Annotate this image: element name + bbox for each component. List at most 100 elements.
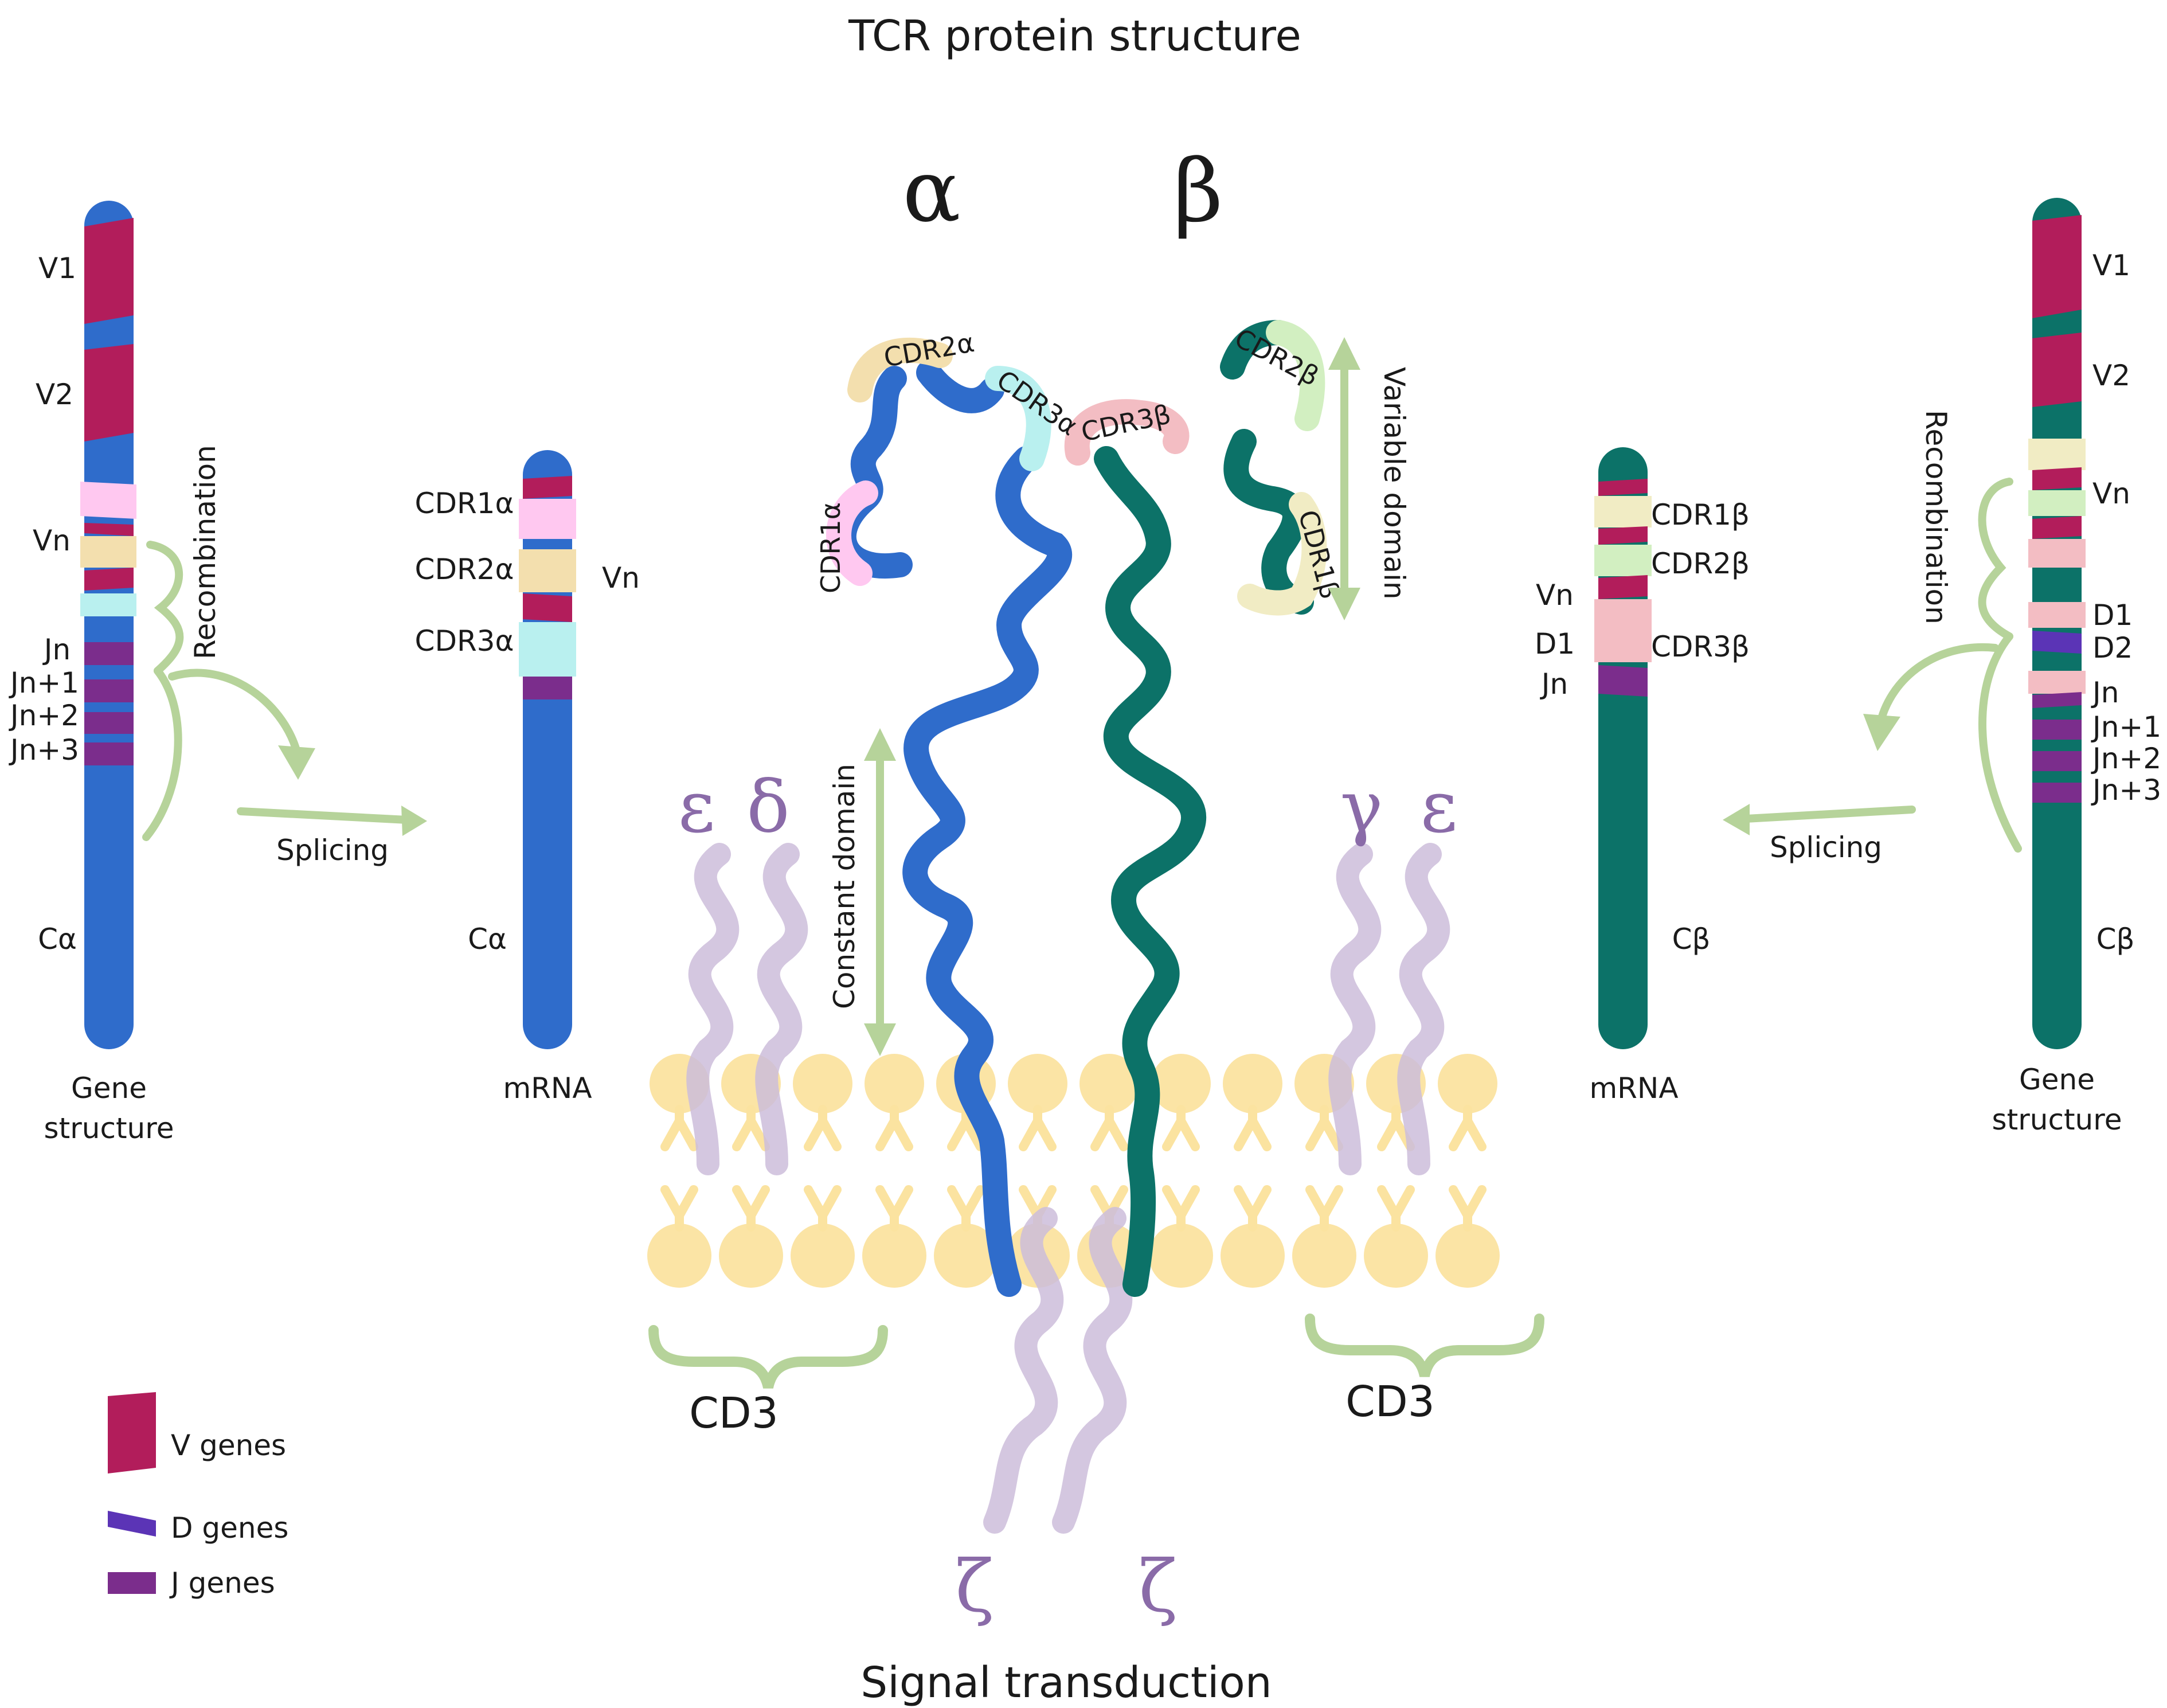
left-gene-v2-label: V2 xyxy=(36,378,73,411)
left-mrna-v-band-1 xyxy=(523,476,572,499)
left-mrna-cdr1-band xyxy=(519,499,576,539)
right-mrna-cdr1-band xyxy=(1594,496,1652,527)
left-gene-v-band-2 xyxy=(84,568,134,591)
left-mrna-structure xyxy=(519,450,576,1049)
left-gene-jn1-segment xyxy=(84,679,134,702)
right-gene-v1-label: V1 xyxy=(2092,249,2130,282)
lipid-head-outer xyxy=(1223,1054,1282,1113)
right-mrna-caption: mRNA xyxy=(1589,1072,1678,1105)
right-recombination-curved-arrow xyxy=(1876,643,1999,726)
right-splicing-arrow xyxy=(1723,804,1916,835)
right-gene-c-label: Cβ xyxy=(2096,923,2135,956)
lipid-head-inner xyxy=(791,1224,855,1288)
j-gene-swatch xyxy=(108,1572,156,1594)
protein-cdr1-alpha-label: CDR1α xyxy=(815,502,846,593)
lipid-head-outer xyxy=(865,1054,924,1113)
right-mrna-v-band-2 xyxy=(1598,526,1648,545)
left-splicing-label: Splicing xyxy=(276,834,389,867)
lipid-head-inner xyxy=(1221,1224,1285,1288)
lipid-tail-inner xyxy=(947,1185,985,1232)
lipid-tail-outer xyxy=(1449,1105,1487,1151)
beta-constant-stalk xyxy=(1094,446,1206,1297)
left-mrna-cdr2-band xyxy=(519,549,576,592)
left-gene-jn2-label: Jn+2 xyxy=(9,699,79,732)
lipid-head-inner xyxy=(719,1224,783,1288)
left-mrna-vn-label: Vn xyxy=(602,561,640,595)
right-gene-d2-segment xyxy=(2032,631,2082,654)
lipid-tail-outer xyxy=(1305,1105,1343,1151)
legend-j-genes-label: J genes xyxy=(169,1566,275,1600)
right-mrna-c-label: Cβ xyxy=(1672,923,1711,956)
left-recombination-bracket xyxy=(142,541,302,841)
diagram-title: TCR protein structure xyxy=(848,11,1301,61)
zeta-right-symbol: ζ xyxy=(1139,1545,1178,1628)
lipid-tail-outer xyxy=(732,1105,770,1151)
right-mrna-cdr2-band xyxy=(1594,545,1652,576)
right-gene-jn3-segment xyxy=(2032,783,2082,803)
right-recombination-bracket xyxy=(1876,478,2022,853)
lipid-head-inner xyxy=(1292,1224,1356,1288)
right-mrna-jn-label: Jn xyxy=(1540,667,1568,701)
lipid-head-inner xyxy=(862,1224,926,1288)
left-gene-v1-label: V1 xyxy=(38,252,76,285)
lipid-tail-inner xyxy=(732,1185,770,1232)
cdr3-beta-segment xyxy=(1064,399,1190,466)
right-gene-v-band-2 xyxy=(2032,516,2082,539)
lipid-head-outer xyxy=(1008,1054,1067,1113)
lipid-tail-inner xyxy=(875,1185,913,1232)
left-mrna-v-band-2 xyxy=(523,593,572,622)
right-gene-jn2-label: Jn+2 xyxy=(2091,742,2161,775)
lipid-head-outer xyxy=(793,1054,852,1113)
cd3-epsilon-left-strand xyxy=(686,843,740,1175)
lipid-head-inner xyxy=(647,1224,711,1288)
cd3-right-brace xyxy=(1305,1314,1544,1378)
constant-domain-label: Constant domain xyxy=(828,764,861,1009)
beta-variable-loop xyxy=(1223,429,1314,615)
right-gene-cdr2-band xyxy=(2028,490,2086,516)
left-gene-v-band xyxy=(84,523,134,536)
lipid-head-outer xyxy=(1151,1054,1211,1113)
lipid-head-outer xyxy=(1079,1054,1139,1113)
lipid-head-inner xyxy=(1435,1224,1500,1288)
right-gene-v-band xyxy=(2032,467,2082,490)
lipid-head-inner xyxy=(934,1224,998,1288)
left-splicing-arrow xyxy=(237,806,427,836)
lipid-tail-inner xyxy=(1449,1185,1487,1232)
left-gene-cdr1-band xyxy=(80,482,136,519)
left-gene-v2-segment xyxy=(84,344,134,441)
alpha-constant-stalk xyxy=(902,446,1072,1297)
right-gene-jn1-label: Jn+1 xyxy=(2091,710,2161,744)
tcr-alpha-chain xyxy=(826,337,1072,1297)
left-gene-jn2-segment xyxy=(84,712,134,734)
cdr3-alpha-segment xyxy=(985,366,1051,471)
right-gene-d2-label: D2 xyxy=(2092,631,2133,665)
cd3-gamma-right-strand xyxy=(1328,843,1382,1175)
zeta-left-strand xyxy=(983,1207,1064,1534)
right-recombination-label: Recombination xyxy=(1919,410,1953,624)
signal-transduction-label: Signal transduction xyxy=(860,1658,1272,1707)
cdr1-alpha-segment xyxy=(826,480,878,586)
right-mrna-cdr3-band xyxy=(1594,599,1652,662)
legend: V genes D genes J genes xyxy=(108,1392,288,1600)
left-mrna-c-label: Cα xyxy=(468,923,507,956)
lipid-tail-inner xyxy=(1162,1185,1200,1232)
right-mrna-v-band-3 xyxy=(1598,575,1648,599)
right-gene-vn-band xyxy=(2028,439,2086,470)
left-gene-caption-line2: structure xyxy=(44,1112,174,1145)
lipid-tail-outer xyxy=(1162,1105,1200,1151)
legend-d-genes-label: D genes xyxy=(171,1511,288,1545)
cdr2-beta-segment xyxy=(1266,320,1325,431)
left-mrna-cdr2-label: CDR2α xyxy=(415,553,514,586)
left-mrna-caption: mRNA xyxy=(503,1072,592,1105)
lipid-tail-inner xyxy=(660,1185,698,1232)
left-recombination-arrowhead xyxy=(278,745,315,780)
left-mrna-cdr3-band xyxy=(519,622,576,677)
d-gene-swatch xyxy=(108,1511,156,1537)
right-gene-d1-segment xyxy=(2028,602,2086,628)
left-gene-vn-label: Vn xyxy=(33,524,71,557)
membrane-inner-leaflet xyxy=(647,1185,1500,1288)
lipid-tail-inner xyxy=(1377,1185,1415,1232)
variable-domain-label: Variable domain xyxy=(1378,367,1411,600)
right-gene-caption-line2: structure xyxy=(1992,1103,2122,1136)
right-mrna-cdr1-label: CDR1β xyxy=(1651,498,1750,531)
